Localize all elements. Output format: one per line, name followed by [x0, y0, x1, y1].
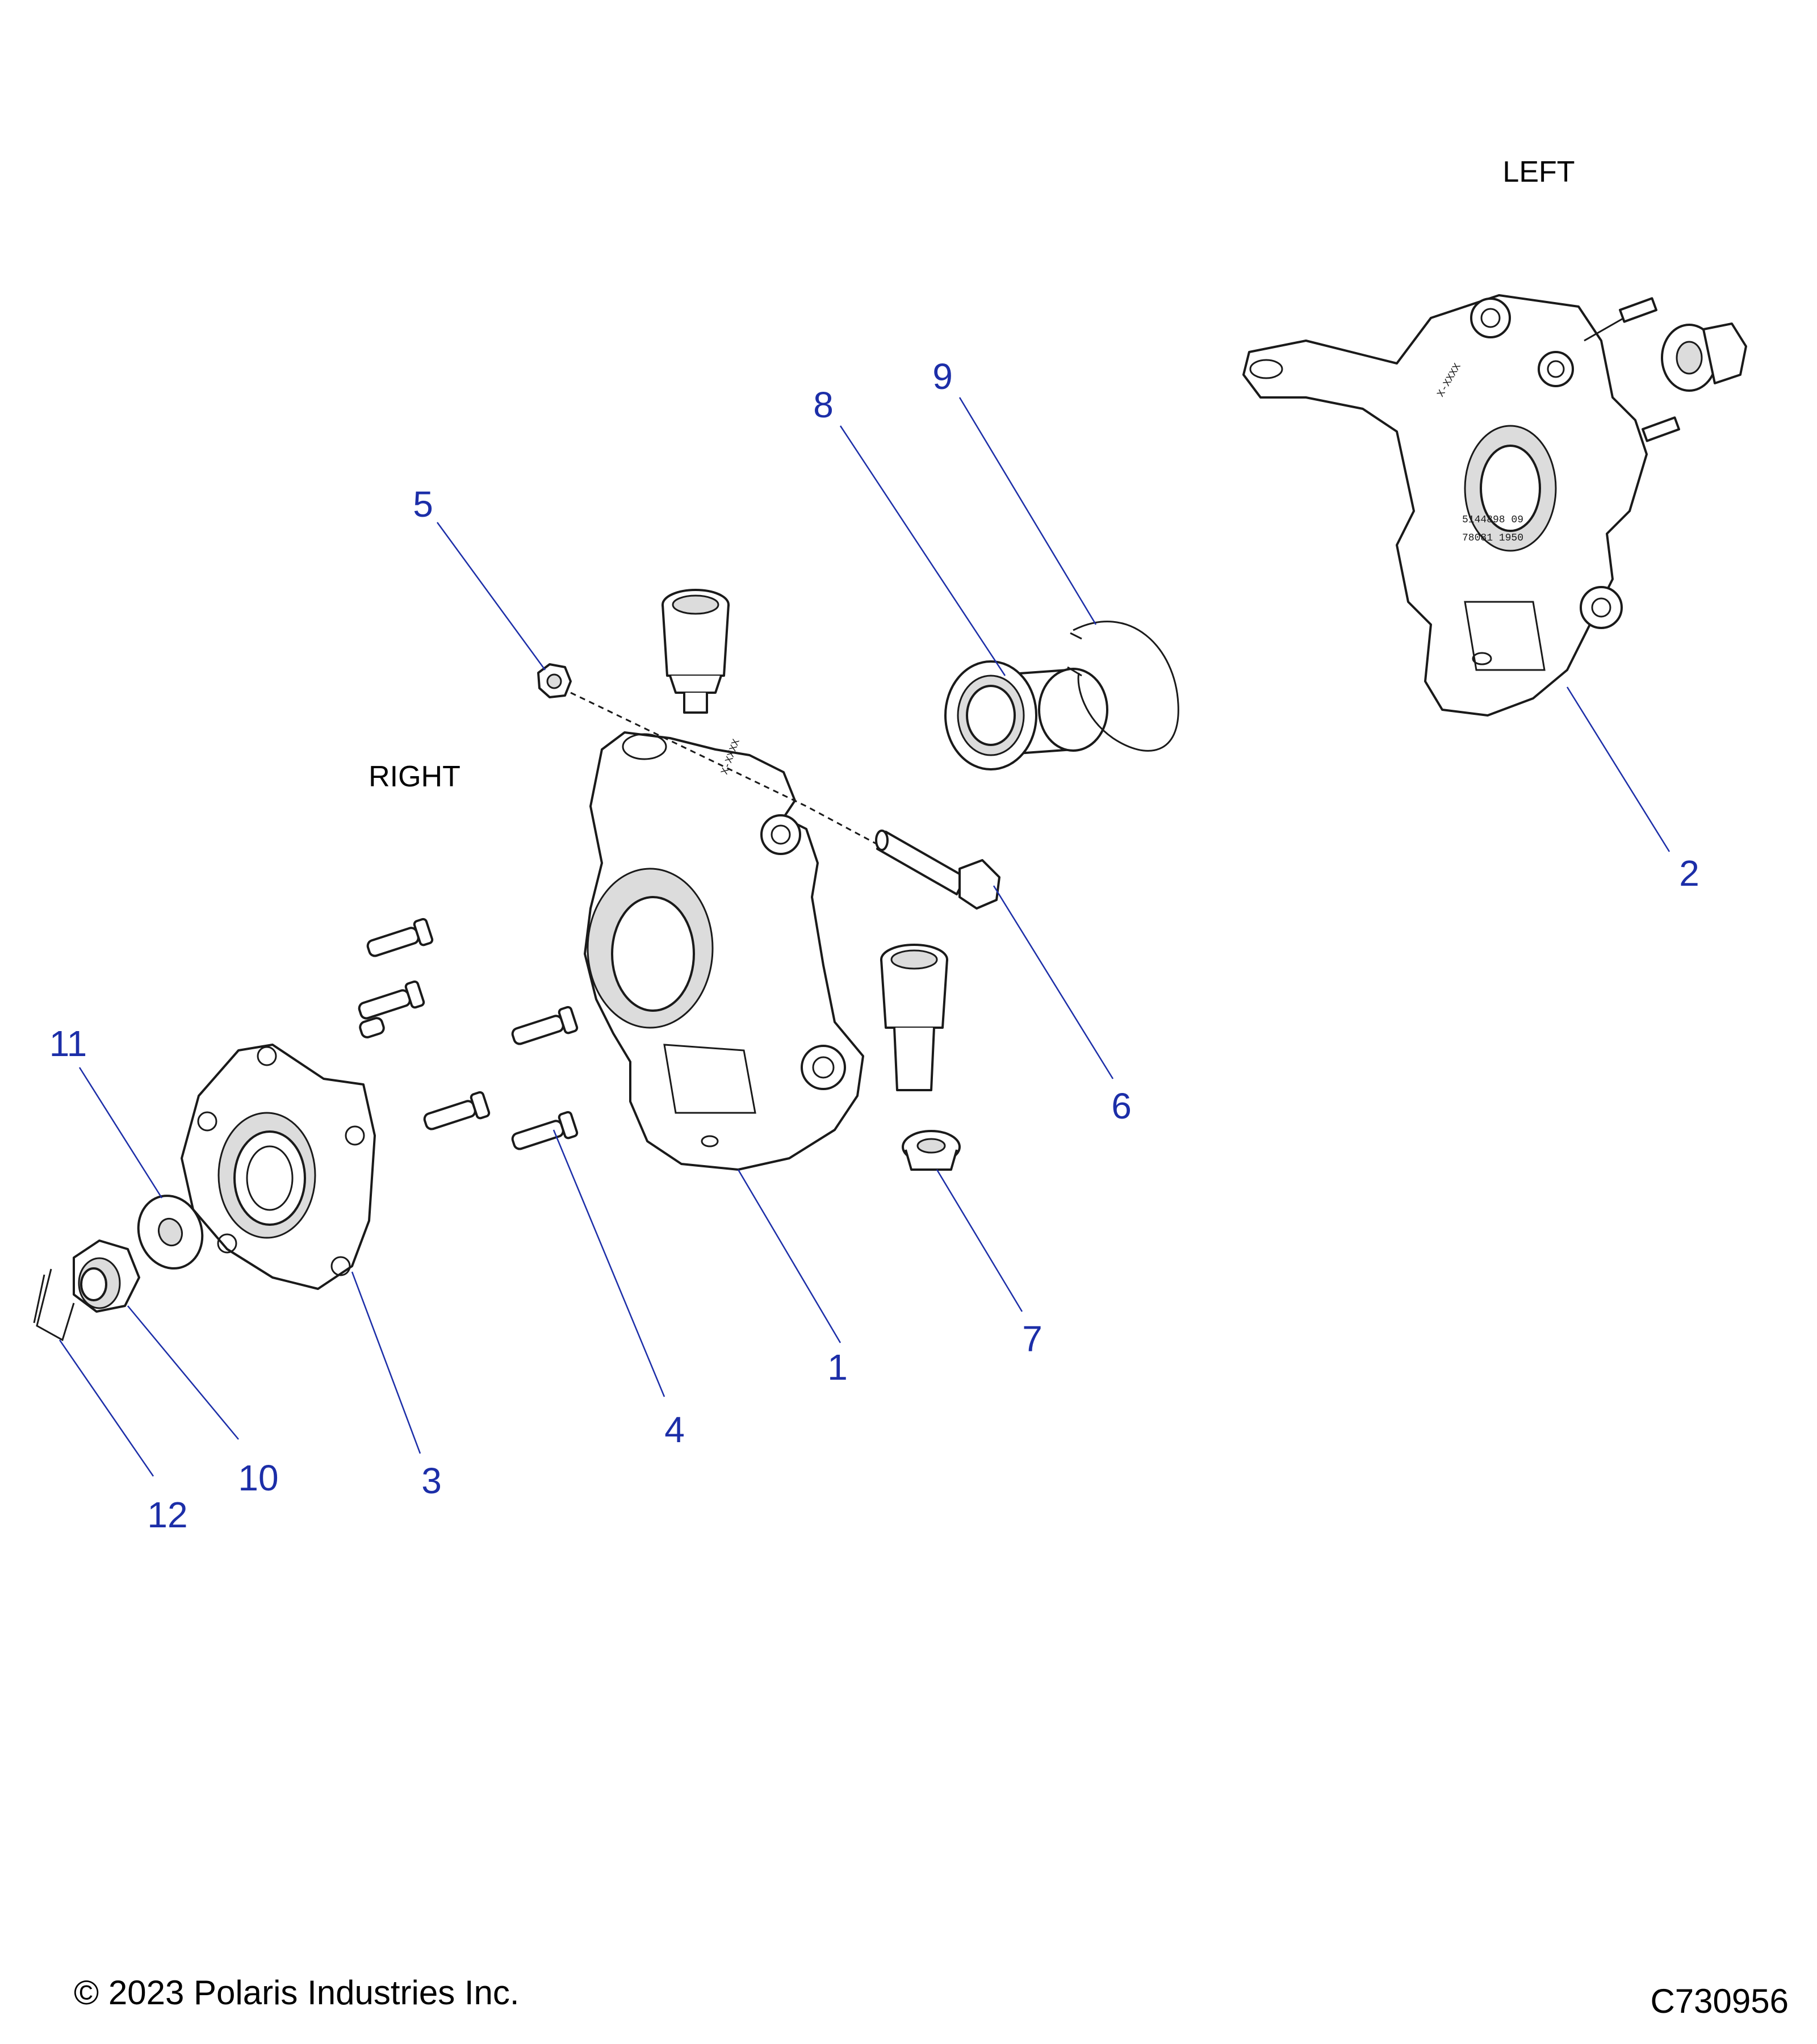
leader-lines: [58, 397, 1671, 1477]
assembly-dash-line: [570, 692, 886, 850]
callout-7: 7: [1022, 1318, 1043, 1359]
callout-11: 11: [49, 1023, 87, 1064]
left-castle-nut: [1661, 322, 1747, 392]
callout-1: 1: [827, 1347, 848, 1388]
part-10-castle-nut: [73, 1239, 140, 1313]
copyright: © 2023 Polaris Industries Inc.: [74, 1974, 520, 2012]
callouts: 1 2 3 4 5 6 7 8 9 10 11 12: [49, 356, 1699, 1535]
callout-12: 12: [147, 1494, 187, 1535]
callout-9: 9: [932, 356, 953, 397]
left-knuckle: 5144898 09 78081 1950 X-XXXX: [1242, 294, 1680, 717]
part-3-hub: [181, 1044, 376, 1290]
part-9-snap-ring: [1067, 621, 1179, 752]
part-12-cotter-pin: [33, 1268, 75, 1342]
part-6-bolt: [875, 830, 1000, 910]
callout-5: 5: [413, 484, 433, 525]
callout-6: 6: [1111, 1086, 1132, 1126]
label-left: LEFT: [1502, 156, 1575, 189]
part-7-nut: [902, 1130, 961, 1171]
part-4-studs: [358, 918, 579, 1150]
callout-10: 10: [238, 1457, 278, 1498]
part-11-washer: [137, 1195, 204, 1270]
part-8-bearing: [944, 660, 1108, 770]
svg-text:5144898 09: 5144898 09: [1462, 514, 1523, 526]
callout-4: 4: [664, 1409, 685, 1450]
upper-ball-joint: [662, 589, 730, 714]
svg-text:78081 1950: 78081 1950: [1462, 533, 1523, 544]
part-5-nut: [537, 663, 572, 698]
figure-code: C730956: [1650, 1982, 1789, 2020]
right-knuckle: X-XXXX: [584, 731, 864, 1171]
callout-2: 2: [1679, 853, 1699, 894]
callout-8: 8: [813, 384, 834, 425]
label-right: RIGHT: [369, 760, 460, 793]
lower-ball-joint: [880, 944, 948, 1091]
callout-3: 3: [421, 1460, 442, 1501]
